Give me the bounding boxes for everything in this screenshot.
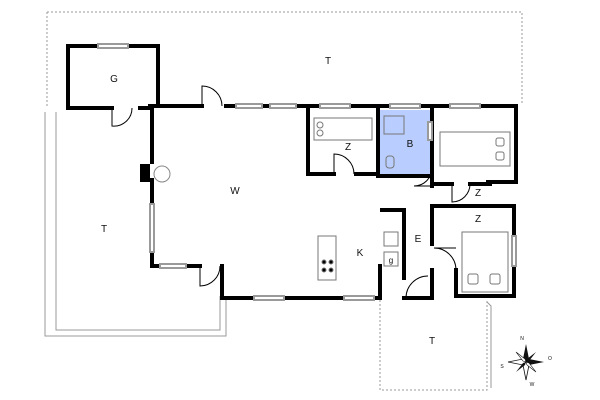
entrance-south-wall [402, 268, 434, 300]
window-north-5 [449, 103, 481, 109]
compass-north: N [520, 336, 524, 342]
label-entrance: E [415, 234, 422, 245]
windows [97, 43, 517, 301]
sink [383, 231, 399, 247]
toilet [385, 155, 395, 169]
label-kitchen: K [357, 248, 364, 259]
window-south-1 [253, 295, 285, 301]
compass-east: O [548, 356, 552, 362]
window-north-1 [235, 103, 263, 109]
terrace-south-outline [379, 300, 488, 391]
window-west-south [159, 263, 187, 269]
label-living: W [230, 186, 240, 197]
fridge-box [383, 251, 399, 267]
window-west [149, 203, 155, 253]
terrace-west-outline [44, 112, 227, 337]
furniture [313, 115, 511, 293]
pillow-small-1 [316, 121, 324, 129]
window-north-2 [269, 103, 297, 109]
compass-rose: N S W O [500, 336, 552, 388]
label-fridge: g [389, 256, 393, 265]
door-garage [111, 107, 133, 127]
door-small-bedroom [333, 153, 355, 175]
label-terrace-west: T [101, 224, 107, 235]
door-south [199, 265, 221, 287]
bed-small [313, 117, 373, 141]
bedroom-north-walls [430, 104, 492, 186]
pillow-small-2 [316, 129, 324, 137]
hob-2 [328, 259, 334, 265]
door-bedroom-south [433, 247, 457, 271]
terrace-south-edge [486, 301, 492, 388]
label-garage: G [110, 74, 118, 85]
compass-west: W [530, 382, 535, 388]
bed-south [461, 231, 509, 293]
kitchen-east-wall [380, 208, 406, 280]
pillow-north-1 [495, 137, 505, 147]
label-bedroom-east-north: Z [475, 188, 481, 199]
bed-north [439, 131, 511, 167]
terrace-outlines [44, 11, 523, 391]
bathroom-fill [380, 110, 430, 176]
terrace-north-outline [46, 11, 523, 108]
house-north-wall [148, 104, 518, 184]
hob-1 [321, 259, 327, 265]
door-bathroom [413, 167, 433, 187]
house-west-wall [150, 104, 202, 268]
pillow-south-2 [489, 273, 501, 285]
window-bath [427, 121, 433, 141]
window-south-2 [343, 295, 375, 301]
door-entrance [405, 275, 429, 299]
door-north [201, 85, 223, 107]
pillow-north-2 [495, 151, 505, 161]
label-terrace-south: T [429, 336, 435, 347]
compass-south: S [500, 364, 504, 370]
stove-icon [153, 165, 171, 183]
window-garage [97, 43, 129, 49]
chimney [140, 164, 150, 182]
terrace-west-inner [55, 112, 221, 331]
window-north-4 [389, 103, 421, 109]
door-bedroom-north [451, 183, 471, 203]
label-bedroom-east-south: Z [475, 214, 481, 225]
label-terrace-north: T [325, 56, 331, 67]
shower-tray [383, 115, 405, 135]
window-north-3 [319, 103, 351, 109]
label-bedroom-small: Z [345, 142, 351, 153]
doors [111, 85, 471, 299]
hob-4 [328, 267, 334, 273]
kitchen-counter [317, 235, 337, 281]
walls [66, 44, 518, 300]
label-bathroom: B [407, 139, 414, 150]
window-east [511, 235, 517, 267]
pillow-south-1 [467, 273, 479, 285]
hob-3 [321, 267, 327, 273]
house-south-wall [220, 264, 382, 300]
bedroom-east-south-walls [430, 204, 516, 298]
